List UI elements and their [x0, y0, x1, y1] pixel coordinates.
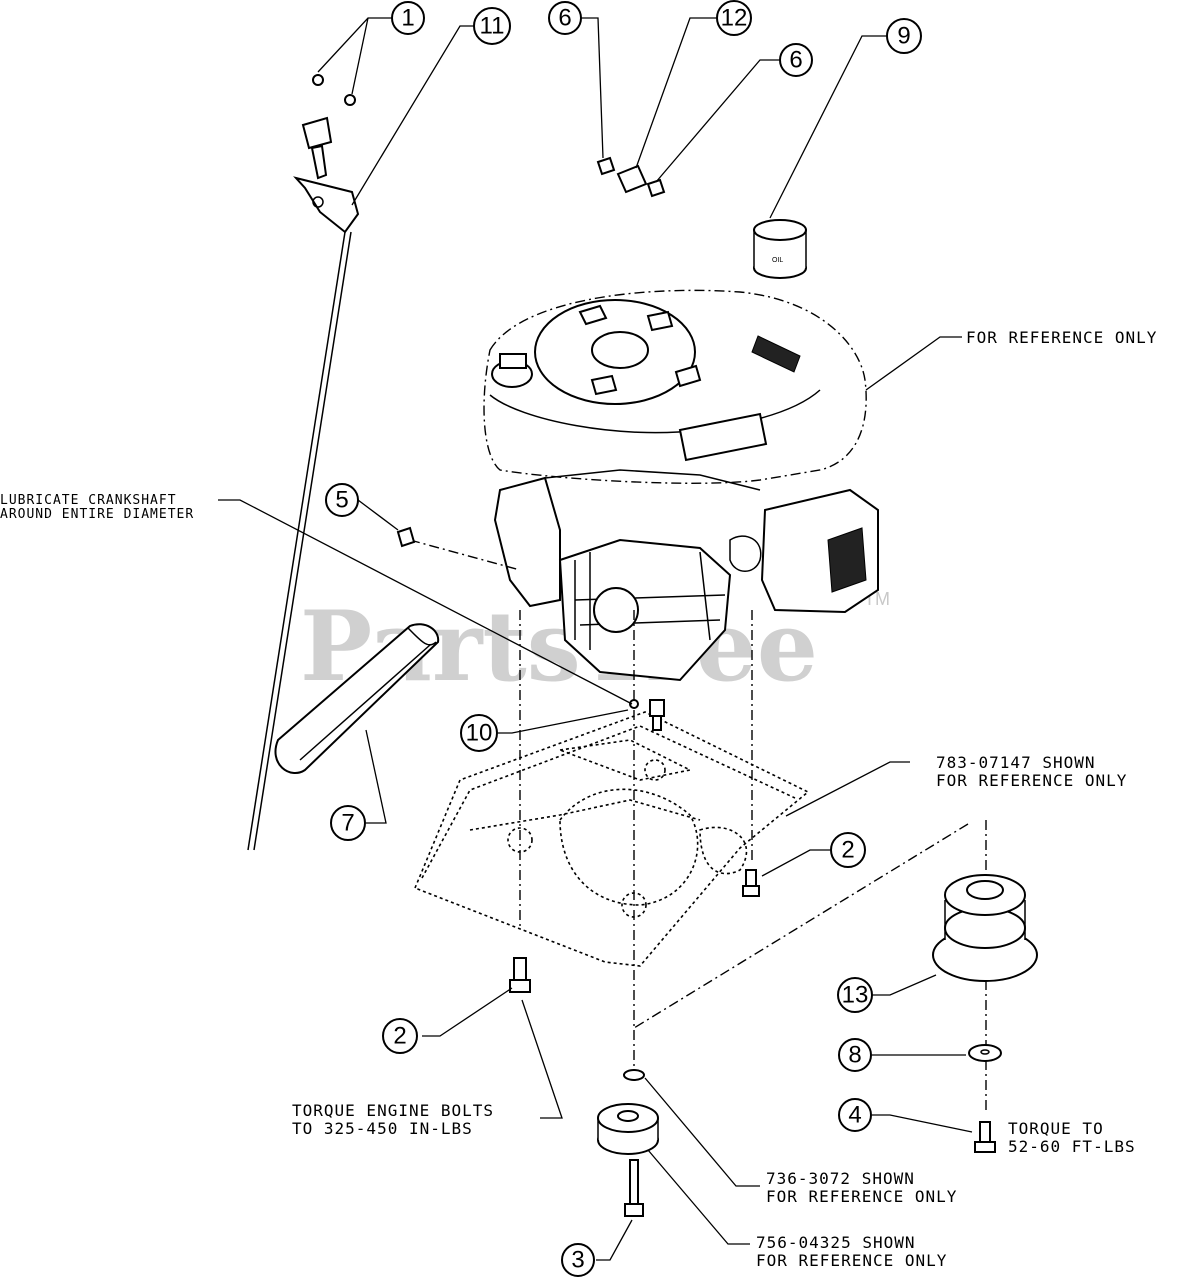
idler-pulley-756-04325 — [597, 1103, 659, 1155]
callout-2-left: 2 — [382, 1018, 418, 1054]
callout-10: 10 — [460, 714, 498, 752]
note-torque-bolts-line1: TORQUE ENGINE BOLTS — [292, 1101, 494, 1120]
callout-3: 3 — [561, 1243, 595, 1277]
note-torque-bolts-line2: TO 325-450 IN-LBS — [292, 1119, 473, 1138]
shroud-vent — [751, 335, 801, 373]
bolt-part-4 — [974, 1121, 996, 1153]
fitting-part-5 — [396, 526, 416, 548]
dipstick-handle-stem — [310, 144, 328, 180]
filter-part-12 — [616, 164, 648, 194]
callout-1: 1 — [391, 1, 425, 35]
engine-reference — [409, 289, 879, 1070]
pulley-part-13 — [633, 820, 1038, 1110]
oil-bottle-top — [753, 219, 807, 241]
engine-bolts — [509, 699, 760, 993]
note-pulley-line1: 756-04325 SHOWN — [756, 1233, 916, 1252]
callout-5: 5 — [325, 483, 359, 517]
svg-text:10: 10 — [466, 720, 493, 747]
dipstick-assembly — [247, 74, 360, 851]
svg-text:1: 1 — [401, 5, 414, 32]
note-plate-line2: FOR REFERENCE ONLY — [936, 771, 1127, 790]
note-plate-line1: 783-07147 SHOWN — [936, 753, 1096, 772]
bolt-part-10 — [649, 699, 665, 717]
callout-6a: 6 — [548, 1, 582, 35]
callout-13: 13 — [837, 977, 873, 1013]
muffler — [558, 538, 732, 682]
chute-body — [274, 623, 440, 775]
callout-6b: 6 — [779, 43, 813, 77]
svg-text:3: 3 — [571, 1247, 584, 1274]
oil-label: OIL — [772, 257, 783, 264]
fuel-line-parts — [596, 156, 666, 198]
clamp-part-6b — [646, 178, 666, 198]
engine-mount-plate — [413, 711, 810, 967]
note-spacer-line1: 736-3072 SHOWN — [766, 1169, 915, 1188]
screw-part-1b — [344, 94, 356, 106]
oil-bottle-part-9: OIL — [753, 219, 807, 279]
callout-7: 7 — [330, 805, 366, 841]
note-lubricate-line1: LUBRICATE CRANKSHAFT — [0, 493, 177, 508]
callout-2-right: 2 — [830, 832, 866, 868]
bolt-part-2-left — [513, 957, 527, 981]
engine-shroud — [483, 289, 867, 484]
engine-block-left — [493, 476, 561, 608]
svg-text:5: 5 — [335, 487, 348, 514]
dipstick-bracket — [293, 176, 360, 234]
svg-text:6: 6 — [558, 5, 571, 32]
callout-9: 9 — [886, 18, 922, 54]
svg-text:7: 7 — [341, 810, 354, 837]
note-torque-to-line1: TORQUE TO — [1008, 1119, 1104, 1138]
muffler-port — [593, 587, 639, 633]
svg-text:11: 11 — [480, 13, 505, 40]
callout-4: 4 — [838, 1098, 872, 1132]
svg-text:9: 9 — [897, 23, 910, 50]
note-spacer-line2: FOR REFERENCE ONLY — [766, 1187, 957, 1206]
leader-lines — [218, 17, 973, 1261]
svg-text:13: 13 — [842, 982, 869, 1009]
svg-text:12: 12 — [721, 5, 748, 32]
spacer-736-3072 — [623, 1069, 645, 1081]
callout-11: 11 — [473, 7, 511, 45]
clamp-part-6a — [596, 156, 616, 176]
svg-text:8: 8 — [848, 1042, 861, 1069]
dipstick-handle — [301, 116, 333, 150]
callout-8: 8 — [838, 1038, 872, 1072]
svg-text:2: 2 — [841, 837, 854, 864]
note-torque-to-line2: 52-60 FT-LBS — [1008, 1137, 1136, 1156]
note-engine-reference: FOR REFERENCE ONLY — [966, 328, 1157, 347]
dipstick-tube-right — [253, 231, 352, 851]
filter-logo — [827, 527, 867, 593]
air-cleaner-knob — [591, 331, 649, 369]
discharge-chute-part-7 — [274, 623, 440, 775]
bracket-hole — [312, 196, 324, 208]
note-lubricate-line2: AROUND ENTIRE DIAMETER — [0, 507, 194, 522]
bolt-part-3 — [624, 1159, 644, 1217]
svg-text:4: 4 — [848, 1102, 861, 1129]
screw-part-1a — [312, 74, 324, 86]
callout-12: 12 — [716, 0, 752, 36]
dipstick-tube-left — [247, 231, 346, 851]
bolt-part-2-right — [745, 869, 757, 887]
washer-part-8 — [968, 1044, 1002, 1062]
pulley-hub — [966, 880, 1004, 900]
note-pulley-line2: FOR REFERENCE ONLY — [756, 1251, 947, 1270]
svg-text:6: 6 — [789, 47, 802, 74]
svg-text:2: 2 — [393, 1023, 406, 1050]
